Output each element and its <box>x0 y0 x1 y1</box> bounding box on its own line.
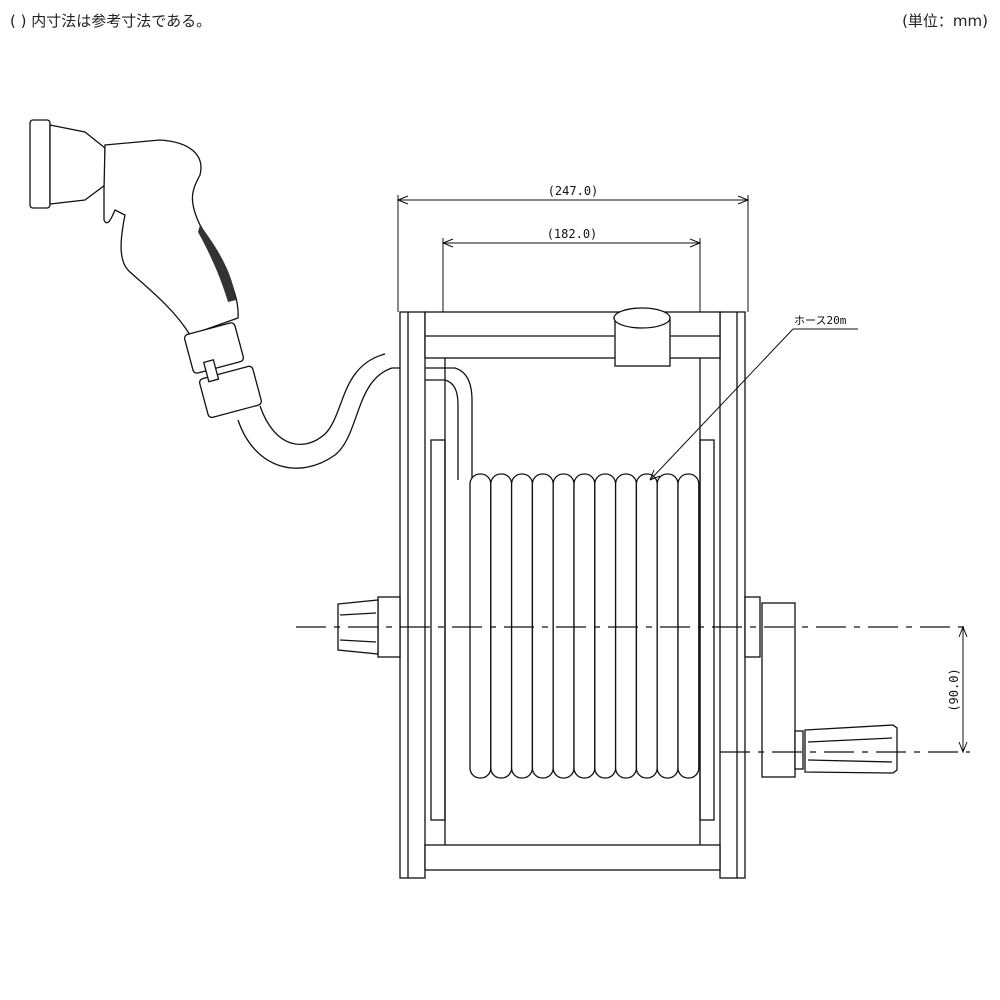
hose-coil <box>614 473 638 779</box>
reel-frame <box>399 311 746 879</box>
hose-coil <box>635 473 658 779</box>
hose-coil <box>594 473 617 779</box>
hose-coil <box>531 473 554 779</box>
spray-gun <box>29 119 262 419</box>
hose-coil <box>656 473 679 779</box>
hose-coil <box>573 473 596 779</box>
hose-callout: ホース20m <box>649 314 858 481</box>
unit-label: (単位：mm) <box>902 12 988 30</box>
hose-coil <box>490 473 513 779</box>
hose-coils <box>469 473 700 779</box>
dimension-handle-offset: (90.0) <box>947 625 968 754</box>
hose-coil <box>469 473 492 779</box>
hose-coil <box>677 473 700 779</box>
handle-offset-label: (90.0) <box>947 668 961 711</box>
nozzle-holder <box>613 307 671 367</box>
inner-width-label: (182.0) <box>547 227 598 241</box>
reference-dimension-note: ( ) 内寸法は参考寸法である。 <box>10 12 212 30</box>
outer-width-label: (247.0) <box>548 184 599 198</box>
hose-coil <box>552 473 575 779</box>
dimension-outer-width: (247.0) <box>396 184 750 312</box>
dimension-inner-width: (182.0) <box>441 227 702 312</box>
hose-coil <box>510 473 534 779</box>
hose-length-label: ホース20m <box>794 314 847 327</box>
crank-handle <box>744 596 898 778</box>
